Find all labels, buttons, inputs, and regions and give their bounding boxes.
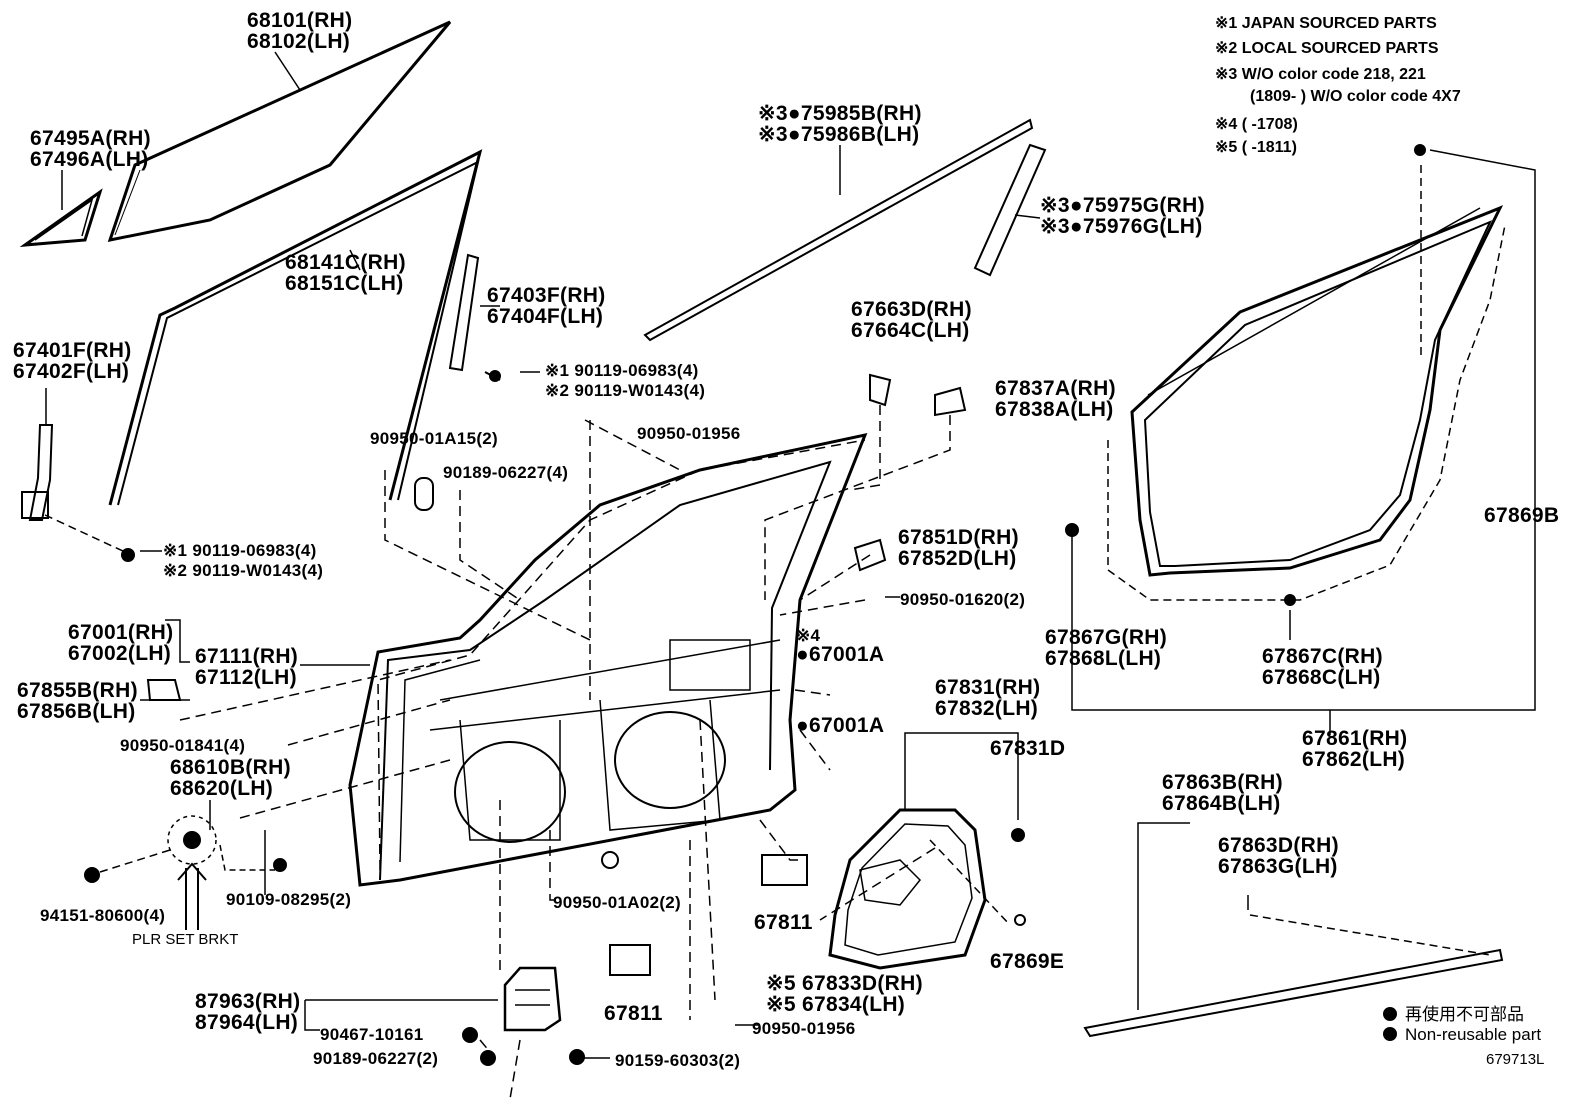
callout-67831: 67831(RH)67832(LH) — [935, 676, 1041, 720]
callout-90119-left: ※1 90119-06983(4)※2 90119-W0143(4) — [163, 541, 324, 580]
callout-67837a: 67837A(RH)67838A(LH) — [995, 377, 1116, 421]
note-color-code: ※3 W/O color code 218, 221 — [1215, 66, 1426, 83]
leader-lines — [179, 405, 951, 1099]
callout-90950-01841: 90950-01841(4) — [120, 736, 246, 755]
callout-87963: 87963(RH)87964(LH) — [195, 990, 301, 1034]
note-date-1708: ※4 ( -1708) — [1215, 116, 1298, 133]
callout-67855b: 67855B(RH)67856B(LH) — [17, 679, 138, 723]
callout-67869b: 67869B — [1484, 504, 1560, 527]
callout-67111: 67111(RH)67112(LH) — [195, 645, 299, 689]
weatherstrip-drawing — [1107, 144, 1506, 601]
callout-68610b: 68610B(RH)68620(LH) — [170, 756, 291, 800]
callout-90159-60303: 90159-60303(2) — [615, 1051, 741, 1070]
service-cover-drawing — [828, 732, 1026, 970]
callout-67861: 67861(RH)67862(LH) — [1302, 727, 1408, 771]
door-panel-drawing — [348, 432, 868, 887]
callout-90950-01a02: 90950-01A02(2) — [553, 893, 682, 912]
callout-90950-01956-bottom: 90950-01956 — [752, 1019, 856, 1038]
legend-dot-icon — [1383, 1027, 1397, 1041]
callout-90119-top: ※1 90119-06983(4)※2 90119-W0143(4) — [545, 361, 706, 400]
legend-nonreusable-jp: 再使用不可部品 — [1383, 1000, 1524, 1025]
solid-leaders — [140, 371, 900, 1059]
callout-67001a-upper: ※4●67001A — [796, 626, 885, 666]
callout-67867g: 67867G(RH)67868L(LH) — [1045, 626, 1168, 670]
callout-67495a: 67495A(RH)67496A(LH) — [30, 127, 151, 171]
belt-molding-drawing — [643, 118, 1034, 342]
belt-weatherstrip-drawing — [1083, 822, 1504, 1038]
callout-67833d: ※5 67833D(RH)※5 67834(LH) — [766, 972, 923, 1016]
callout-94151-80600: 94151-80600(4) — [40, 906, 166, 925]
label-plr-set-brkt: PLR SET BRKT — [132, 931, 239, 948]
callout-68101: 68101(RH)68102(LH) — [247, 9, 353, 53]
callout-90189-06227-2: 90189-06227(2) — [313, 1049, 439, 1068]
window-regulator-drawing — [21, 388, 135, 562]
callout-67663d: 67663D(RH)67664C(LH) — [851, 298, 972, 342]
callout-67811-right: 67811 — [754, 911, 813, 934]
callout-67863d: 67863D(RH)67863G(LH) — [1218, 834, 1339, 878]
callout-67401f: 67401F(RH)67402F(LH) — [13, 339, 132, 383]
callout-90950-01620: 90950-01620(2) — [900, 590, 1026, 609]
callout-68141c: 68141C(RH)68151C(LH) — [285, 251, 406, 295]
callout-90950-01956-top: 90950-01956 — [637, 424, 741, 443]
note-local-sourced: ※2 LOCAL SOURCED PARTS — [1215, 40, 1439, 57]
callout-67869e: 67869E — [990, 950, 1065, 973]
legend-dot-icon — [1383, 1007, 1397, 1021]
corner-piece-drawing — [19, 170, 103, 247]
callout-67001: 67001(RH)67002(LH) — [68, 621, 174, 665]
door-glass-drawing — [107, 20, 452, 242]
callout-67867c: 67867C(RH)67868C(LH) — [1262, 645, 1383, 689]
callout-90950-01a15: 90950-01A15(2) — [370, 429, 499, 448]
callout-67831d: 67831D — [990, 737, 1066, 760]
note-color-code-4x7: (1809- ) W/O color code 4X7 — [1250, 88, 1461, 105]
callout-67863b: 67863B(RH)67864B(LH) — [1162, 771, 1283, 815]
legend-nonreusable-en: Non-reusable part — [1383, 1025, 1541, 1045]
diagram-code: 679713L — [1486, 1051, 1545, 1068]
note-japan-sourced: ※1 JAPAN SOURCED PARTS — [1215, 15, 1437, 32]
callout-90467-10161: 90467-10161 — [320, 1025, 424, 1044]
garnish-drawing — [973, 143, 1047, 277]
callout-90109-08295: 90109-08295(2) — [226, 890, 352, 909]
callout-67851d: 67851D(RH)67852D(LH) — [898, 526, 1019, 570]
door-lock-drawing — [304, 966, 585, 1066]
callout-90189-06227-4: 90189-06227(4) — [443, 463, 569, 482]
callout-75985b: ※3●75985B(RH)※3●75986B(LH) — [758, 102, 922, 146]
run-channel-drawing — [108, 149, 483, 506]
callout-67403f: 67403F(RH)67404F(LH) — [487, 284, 606, 328]
note-date-1811: ※5 ( -1811) — [1215, 139, 1297, 156]
door-hinge-drawing — [84, 800, 287, 930]
callout-67811-left: 67811 — [604, 1002, 663, 1025]
division-bar-drawing — [448, 253, 501, 382]
callout-75975g: ※3●75975G(RH)※3●75976G(LH) — [1040, 194, 1205, 238]
callout-67001a-lower: ●67001A — [796, 714, 885, 737]
